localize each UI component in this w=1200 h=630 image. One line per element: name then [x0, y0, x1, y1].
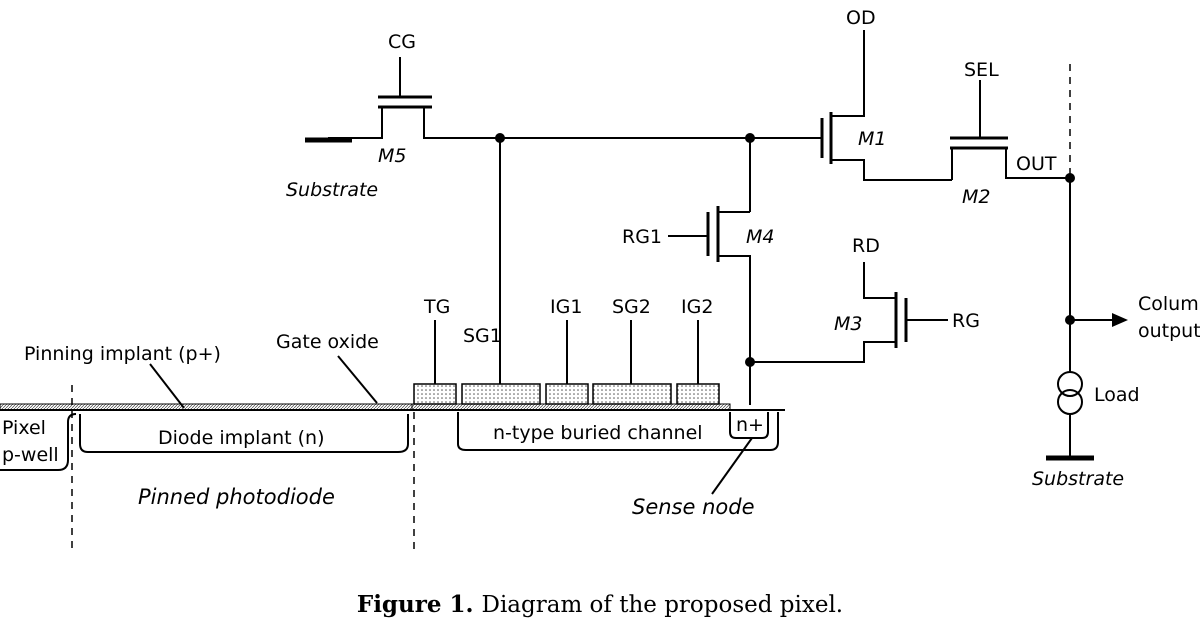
buried-channel — [457, 412, 779, 451]
label-rd: RD — [852, 235, 880, 257]
figure-caption: Figure 1. Diagram of the proposed pixel. — [357, 591, 843, 618]
label-m4: M4 — [746, 226, 774, 248]
label-sg2: SG2 — [612, 296, 651, 318]
caption-label: Figure 1. — [357, 591, 474, 618]
gate-ig2 — [676, 383, 720, 405]
transistor-m3 — [750, 262, 948, 363]
label-pwell: p-well — [2, 444, 59, 466]
label-sg1: SG1 — [463, 325, 502, 347]
label-substrate-right: Substrate — [1032, 468, 1124, 490]
arrow-head-icon — [1112, 313, 1128, 327]
label-od: OD — [846, 7, 876, 29]
gate-sg2 — [592, 383, 672, 405]
leader-pinning — [149, 363, 185, 409]
transistor-m4 — [668, 138, 751, 405]
label-rg1: RG1 — [622, 226, 662, 248]
label-pinning-implant: Pinning implant (p+) — [24, 343, 221, 365]
label-sense-node: Sense node — [632, 495, 755, 519]
label-pinned-photodiode: Pinned photodiode — [138, 485, 335, 509]
label-m2: M2 — [962, 186, 990, 208]
n-plus-region — [729, 412, 769, 439]
gate-ig1 — [545, 383, 589, 405]
caption-text: Diagram of the proposed pixel. — [482, 592, 844, 618]
transistor-m1 — [820, 30, 952, 181]
label-substrate-left: Substrate — [286, 179, 378, 201]
gate-tg — [413, 383, 457, 405]
label-tg: TG — [423, 296, 450, 318]
label-output: output — [1138, 320, 1200, 342]
leader-gate-oxide — [337, 355, 378, 404]
junction-out — [1065, 173, 1075, 183]
leader-sense-node — [711, 437, 753, 495]
label-column: Column — [1138, 293, 1200, 315]
label-m3: M3 — [834, 313, 862, 335]
label-gate-oxide: Gate oxide — [276, 331, 379, 353]
load-current-source-icon — [1046, 371, 1094, 461]
label-out: OUT — [1016, 153, 1057, 175]
label-load: Load — [1094, 384, 1140, 406]
label-buried-channel: n-type buried channel — [493, 422, 703, 444]
label-pixel: Pixel — [2, 417, 46, 439]
label-ig1: IG1 — [550, 296, 582, 318]
transistor-m5 — [305, 57, 500, 143]
gate-sg1 — [461, 383, 541, 405]
label-n-plus: n+ — [736, 414, 764, 436]
label-m5: M5 — [378, 145, 406, 167]
diode-implant — [79, 414, 409, 453]
label-diode-implant: Diode implant (n) — [158, 427, 325, 449]
label-ig2: IG2 — [681, 296, 713, 318]
label-rg: RG — [952, 310, 980, 332]
label-cg: CG — [388, 31, 416, 53]
label-sel: SEL — [964, 59, 999, 81]
transistor-m2 — [950, 80, 1070, 180]
label-m1: M1 — [858, 128, 886, 150]
